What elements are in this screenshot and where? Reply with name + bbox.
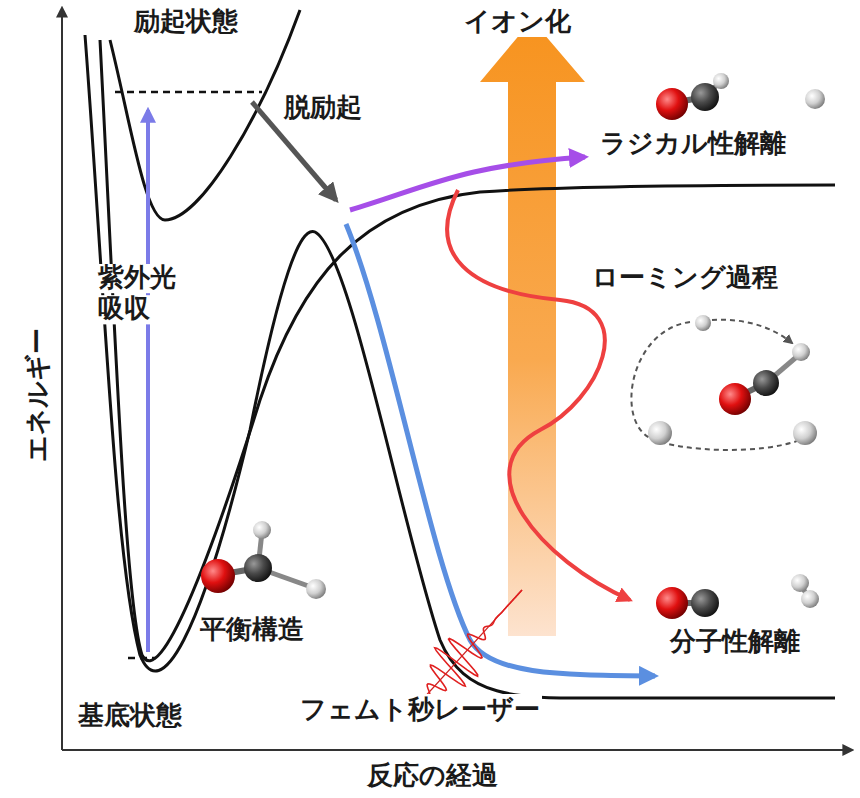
art-part (201, 559, 235, 593)
text-label: 紫外光 吸収 (96, 262, 186, 324)
radical-path (350, 157, 585, 210)
art-part (793, 421, 817, 445)
art-part (805, 89, 825, 109)
ion-arrow (480, 20, 585, 636)
art-part (719, 383, 751, 415)
text-label: 反応の経過 (365, 760, 500, 791)
molecules (201, 73, 825, 619)
art-part (128, 657, 156, 660)
text-label: イオン化 (462, 6, 573, 37)
text-label: ローミング過程 (590, 262, 780, 293)
text-label: 基底状態 (76, 700, 184, 731)
art-part (110, 10, 300, 220)
potential-curves (85, 10, 835, 698)
uv-arrow (146, 110, 150, 652)
roaming-path (447, 190, 630, 600)
equilibrium-molecule (201, 521, 326, 599)
text-label: ラジカル性解離 (598, 128, 788, 159)
art-part (253, 521, 271, 539)
art-part (61, 8, 63, 750)
text-label: エネルギー (22, 326, 53, 464)
art-part (753, 370, 779, 396)
molecular-products (656, 574, 819, 619)
art-part (62, 749, 852, 751)
art-part (306, 579, 326, 599)
text-label: 励起状態 (132, 6, 240, 37)
radical-products (656, 73, 825, 120)
art-part (712, 320, 792, 343)
art-part (648, 421, 672, 445)
axes (62, 8, 852, 750)
art-part (631, 322, 800, 450)
art-part (115, 91, 262, 94)
art-part (656, 587, 688, 619)
text-label: 平衡構造 (198, 614, 306, 645)
text-label: 分子性解離 (668, 626, 802, 657)
art-part (100, 40, 835, 661)
art-part (691, 589, 719, 617)
text-label: フェムト秒レーザー (298, 694, 542, 725)
level-lines (115, 92, 262, 658)
roaming-orbit (631, 320, 800, 450)
art-part (85, 35, 835, 698)
art-part (801, 590, 819, 608)
art-part (656, 88, 688, 120)
art-part (244, 554, 272, 582)
art-part (695, 315, 711, 331)
roaming-molecule (648, 315, 817, 445)
text-label: 脱励起 (282, 92, 364, 123)
art-part (792, 343, 810, 361)
art-part (713, 73, 729, 89)
art-part (691, 83, 719, 111)
art-part (791, 574, 809, 592)
